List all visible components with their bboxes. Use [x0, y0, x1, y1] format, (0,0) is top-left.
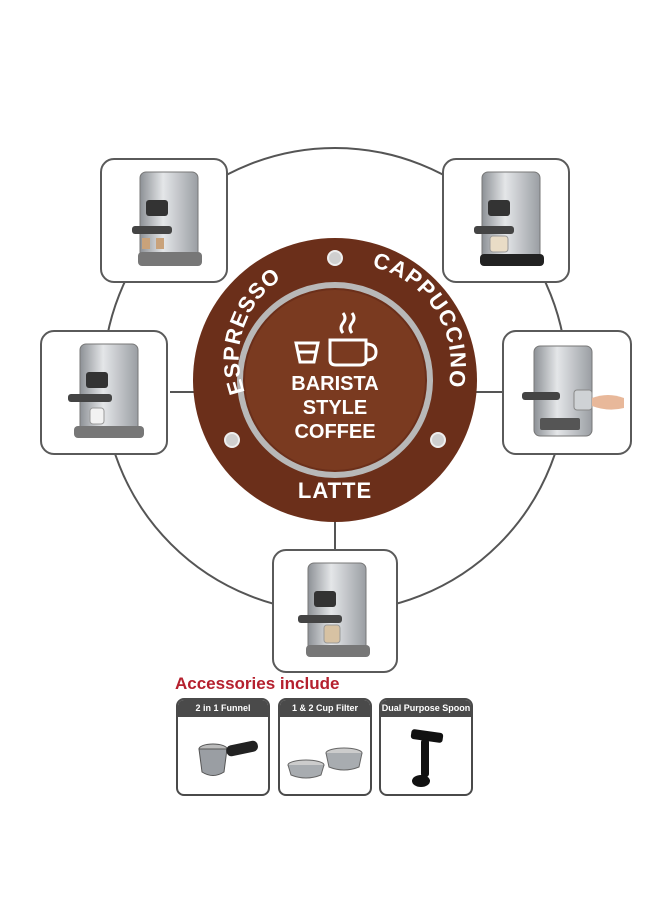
funnel-icon — [198, 740, 258, 776]
coffee-cup-icon — [328, 312, 378, 367]
glass-icon — [294, 341, 320, 364]
center-line-3: COFFEE — [294, 421, 375, 443]
cappuccino-machine-photo-card-top-right — [442, 158, 570, 283]
espresso-machine-photo-card-left — [40, 330, 168, 455]
center-line-2: STYLE — [303, 397, 367, 419]
center-line-1: BARISTA — [291, 373, 378, 395]
label-latte: LATTE — [298, 478, 372, 503]
accessory-label: 2 in 1 Funnel — [178, 700, 268, 717]
rivet-left — [224, 432, 240, 448]
accessory-card-filter: 1 & 2 Cup Filter — [278, 698, 372, 796]
accessories-title: Accessories include — [175, 674, 340, 693]
accessory-card-funnel: 2 in 1 Funnel — [176, 698, 270, 796]
spoon-icon — [410, 729, 444, 787]
accessory-card-spoon: Dual Purpose Spoon — [379, 698, 473, 796]
latte-machine-photo-card-bottom — [272, 549, 398, 673]
filter-icon — [287, 747, 363, 779]
barista-hub: ESPRESSO CAPPUCCINO LATTE BARISTA STYLE … — [193, 238, 477, 522]
rivet-top — [327, 250, 343, 266]
accessory-label: 1 & 2 Cup Filter — [280, 700, 370, 717]
accessory-label: Dual Purpose Spoon — [381, 700, 471, 717]
latte-machine-photo-card-right — [502, 330, 632, 455]
espresso-machine-photo-card-top-left — [100, 158, 228, 283]
rivet-right — [430, 432, 446, 448]
